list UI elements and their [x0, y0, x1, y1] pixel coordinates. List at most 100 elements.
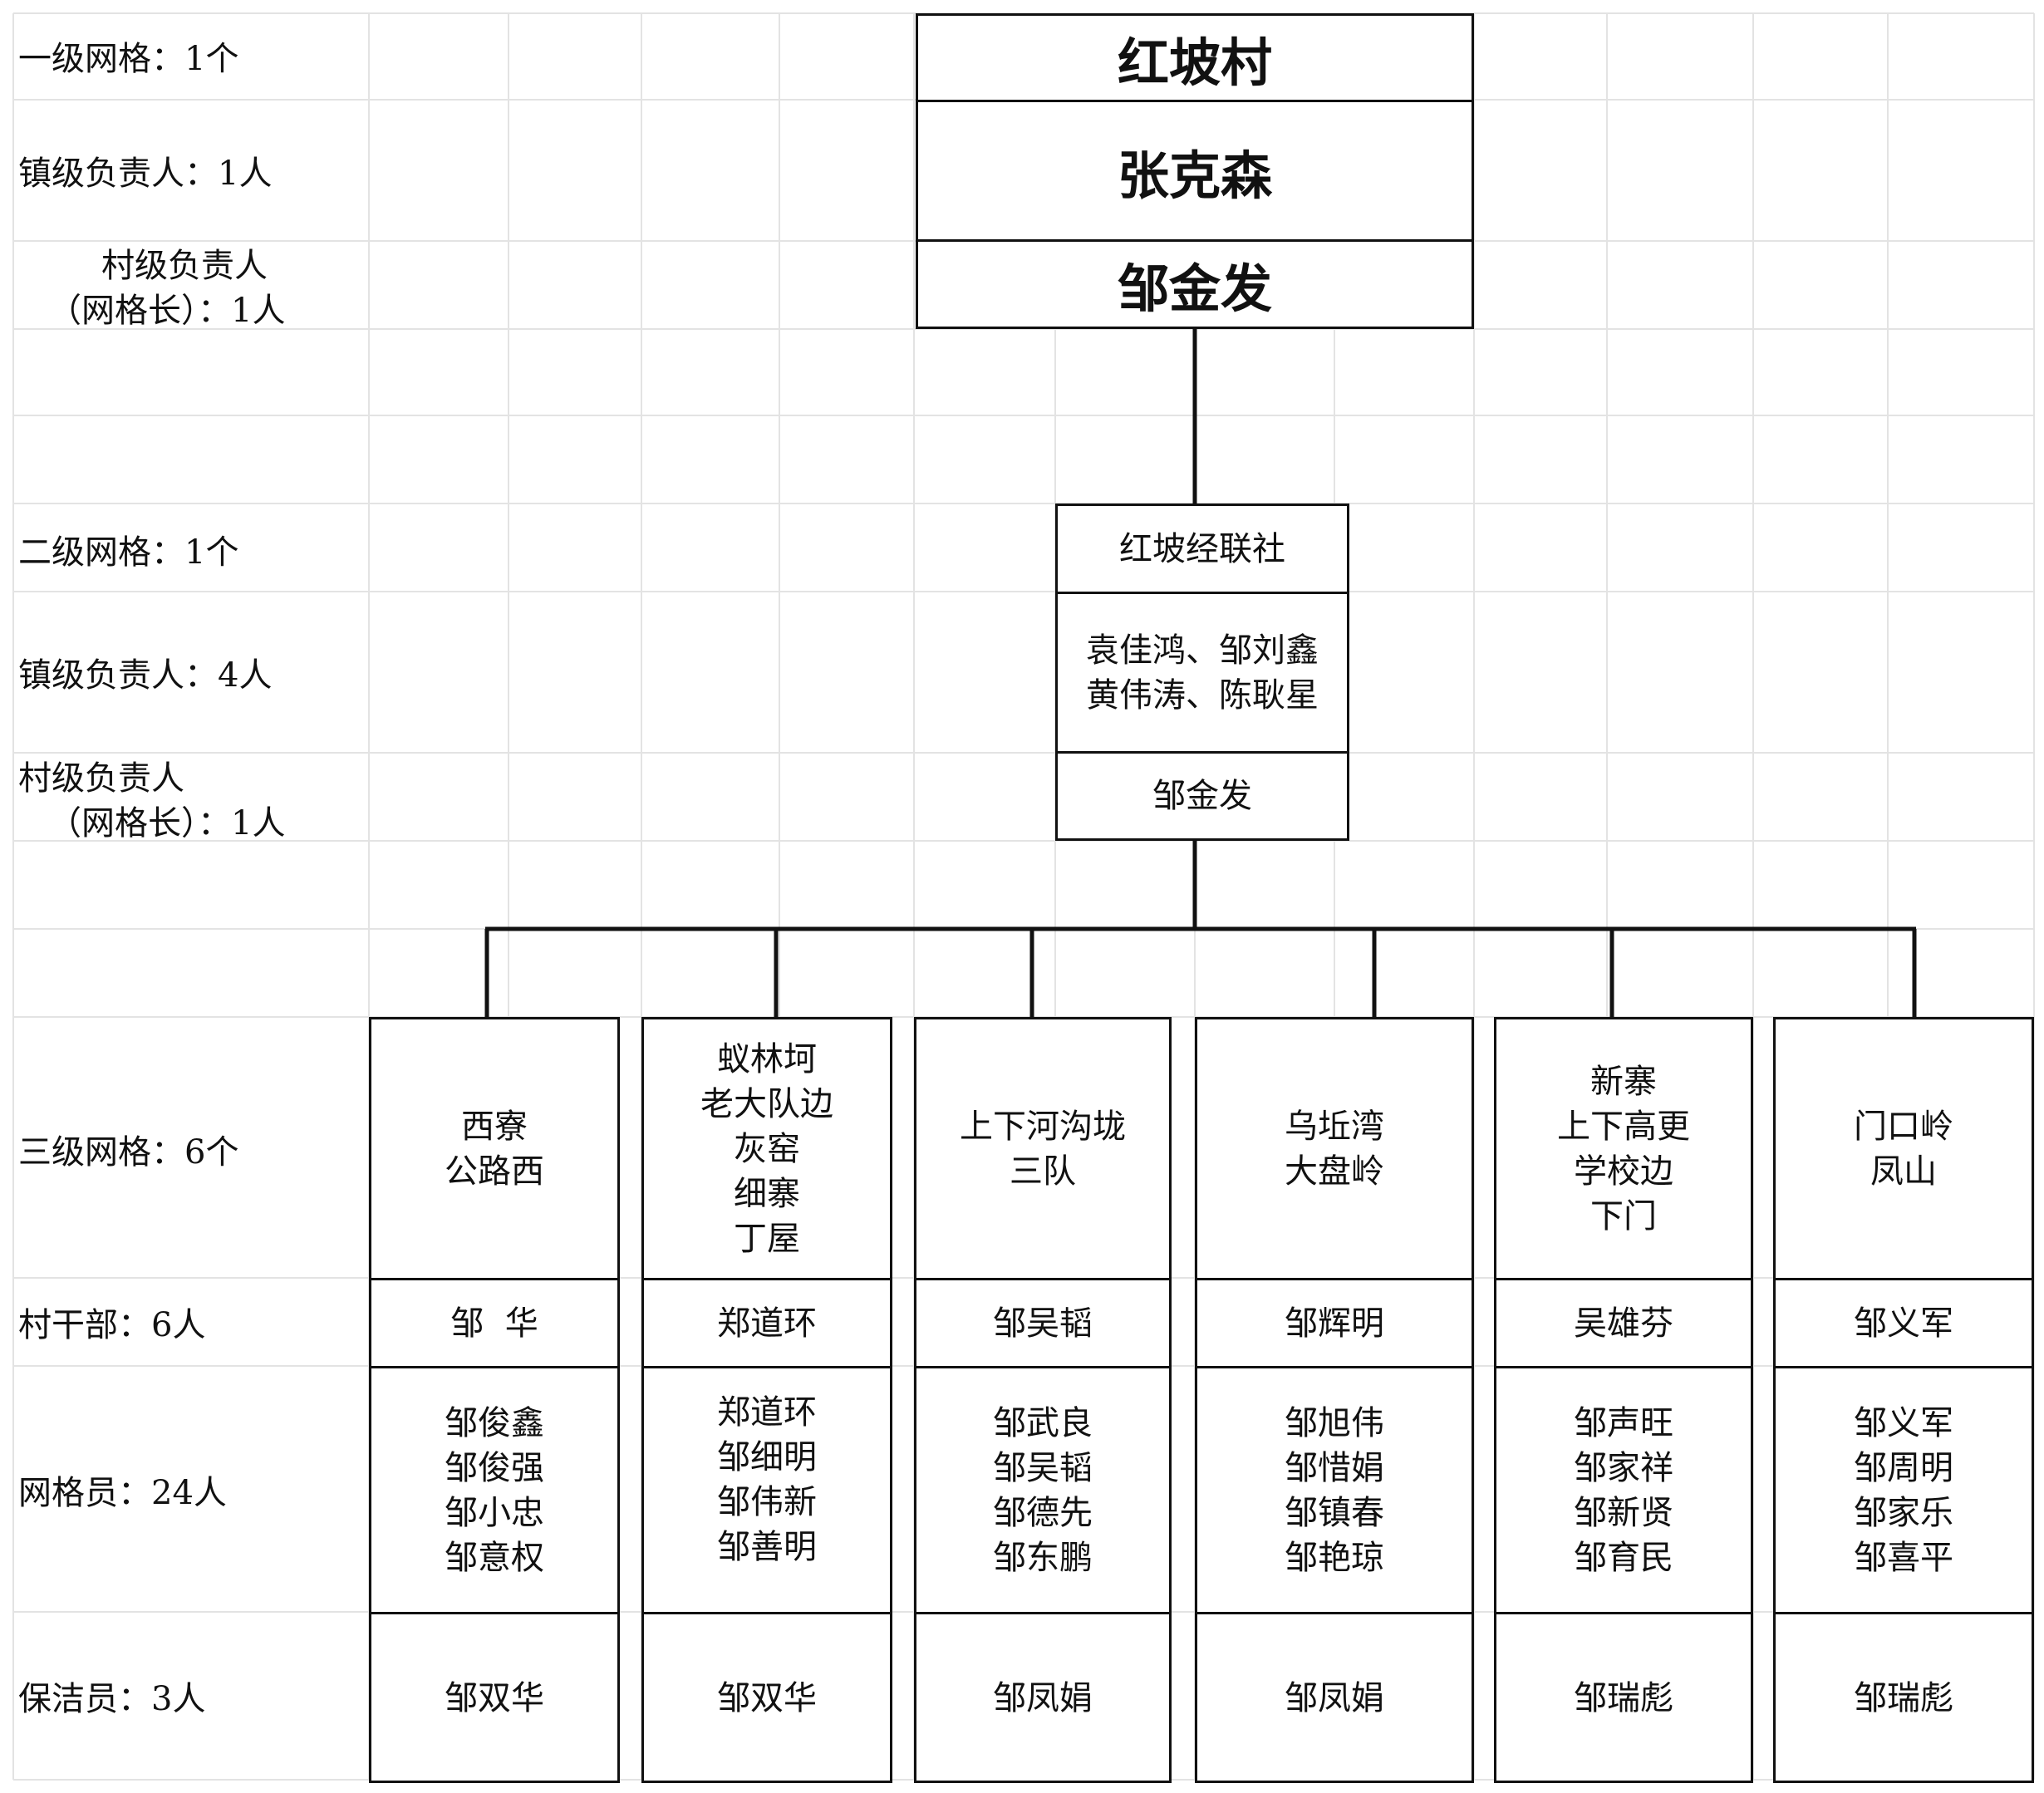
level3-members: 邹声旺 邹家祥 邹新贤 邹育民 — [1496, 1368, 1751, 1614]
label-level2-grid: 二级网格：1个 — [18, 530, 238, 575]
label-text: 网格员：24人 — [18, 1474, 227, 1512]
level3-column-1: 西寮 公路西 邹 华 邹俊鑫 邹俊强 邹小忠 邹意权 邹双华 — [369, 1017, 620, 1783]
label-text: 村级负责人 — [18, 759, 184, 798]
label-text: （网格长）：1人 — [48, 292, 286, 330]
level2-town-leaders-line: 袁佳鸿、邹刘鑫 — [1086, 631, 1319, 670]
area-name: 上下高更 — [1557, 1107, 1690, 1146]
level3-column-2: 蚁林坷 老大队边 灰窑 细寨 丁屋 郑道环 郑道环 邹细明 邹伟新 邹善明 邹双… — [641, 1017, 892, 1783]
label-text: 村干部：6人 — [18, 1306, 206, 1344]
label-text: 镇级负责人：4人 — [18, 656, 273, 695]
member-name: 邹家乐 — [1854, 1493, 1953, 1532]
member-name: 郑道环 — [717, 1393, 817, 1432]
label-level1-grid: 一级网格：1个 — [18, 37, 238, 81]
area-name: 三队 — [1010, 1152, 1076, 1191]
level2-town-leaders-line: 黄伟涛、陈耿星 — [1086, 675, 1319, 715]
member-name: 邹新贤 — [1574, 1493, 1673, 1532]
level3-cadre: 邹吴韬 — [916, 1280, 1169, 1368]
label-level1-village-leader: 村级负责人 （网格长）：1人 — [18, 243, 285, 333]
level2-box: 红坡经联社 袁佳鸿、邹刘鑫 黄伟涛、陈耿星 邹金发 — [1055, 504, 1349, 841]
member-name: 邹喜平 — [1854, 1538, 1953, 1577]
member-name: 邹伟新 — [717, 1483, 817, 1521]
level3-cadre: 邹 华 — [371, 1280, 617, 1368]
level3-cleaner: 邹双华 — [717, 1678, 817, 1717]
level3-cleaner: 邹凤娟 — [993, 1678, 1093, 1717]
label-text: 二级网格：1个 — [18, 533, 239, 572]
level1-village-leader: 邹金发 — [1117, 258, 1272, 319]
level1-name: 红坡村 — [918, 16, 1472, 102]
member-name: 邹镇春 — [1285, 1493, 1384, 1532]
member-name: 邹育民 — [1574, 1538, 1673, 1577]
level3-cadre: 郑道环 — [644, 1280, 890, 1368]
area-name: 大盘岭 — [1285, 1152, 1384, 1191]
level3-cleaner: 邹凤娟 — [1285, 1678, 1384, 1717]
label-text: 保洁员：3人 — [18, 1680, 206, 1718]
member-name: 邹声旺 — [1574, 1403, 1673, 1442]
member-name: 邹吴韬 — [993, 1448, 1093, 1487]
member-name: 邹俊鑫 — [445, 1403, 544, 1442]
level3-areas: 门口岭 凤山 — [1776, 1019, 2032, 1280]
level3-members: 邹旭伟 邹惜娟 邹镇春 邹艳琼 — [1197, 1368, 1472, 1614]
level2-town-leaders: 袁佳鸿、邹刘鑫 黄伟涛、陈耿星 — [1058, 594, 1347, 754]
area-name: 乌坵湾 — [1285, 1107, 1384, 1146]
level3-cadre: 邹辉明 — [1197, 1280, 1472, 1368]
level2-name: 红坡经联社 — [1058, 506, 1347, 594]
label-level1-town-leader: 镇级负责人：1人 — [18, 151, 272, 196]
member-name: 邹家祥 — [1574, 1448, 1673, 1487]
area-name: 西寮 — [461, 1107, 528, 1146]
member-name: 邹善明 — [717, 1528, 817, 1566]
level3-cleaner: 邹瑞彪 — [1574, 1678, 1673, 1717]
area-name: 细寨 — [734, 1174, 800, 1213]
level3-areas: 西寮 公路西 — [371, 1019, 617, 1280]
level3-cleaner: 邹瑞彪 — [1854, 1678, 1953, 1717]
level3-areas: 新寨 上下高更 学校边 下门 — [1496, 1019, 1751, 1280]
member-name: 邹旭伟 — [1285, 1403, 1384, 1442]
member-name: 邹惜娟 — [1285, 1448, 1384, 1487]
area-name: 门口岭 — [1854, 1107, 1953, 1146]
level1-box: 红坡村 张克森 邹金发 — [916, 13, 1474, 329]
label-text: 村级负责人 — [101, 247, 268, 285]
area-name: 凤山 — [1870, 1152, 1937, 1191]
member-name: 邹艳琼 — [1285, 1538, 1384, 1577]
level3-members: 邹义军 邹周明 邹家乐 邹喜平 — [1776, 1368, 2032, 1614]
member-name: 邹细明 — [717, 1438, 817, 1476]
member-name: 邹德先 — [993, 1493, 1093, 1532]
member-name: 邹俊强 — [445, 1448, 544, 1487]
area-name: 新寨 — [1590, 1062, 1657, 1101]
area-name: 学校边 — [1574, 1152, 1673, 1191]
level3-column-4: 乌坵湾 大盘岭 邹辉明 邹旭伟 邹惜娟 邹镇春 邹艳琼 邹凤娟 — [1195, 1017, 1474, 1783]
label-level2-town-leaders: 镇级负责人：4人 — [18, 653, 272, 698]
level2-village-leader: 邹金发 — [1152, 777, 1252, 815]
level1-town-leader: 张克森 — [918, 102, 1472, 242]
level3-column-5: 新寨 上下高更 学校边 下门 吴雄芬 邹声旺 邹家祥 邹新贤 邹育民 邹瑞彪 — [1494, 1017, 1753, 1783]
level3-column-3: 上下河沟垅 三队 邹吴韬 邹武良 邹吴韬 邹德先 邹东鹏 邹凤娟 — [914, 1017, 1172, 1783]
area-name: 上下河沟垅 — [960, 1107, 1126, 1146]
label-text: 镇级负责人：1人 — [18, 155, 273, 193]
area-name: 老大队边 — [700, 1084, 833, 1123]
member-name: 邹周明 — [1854, 1448, 1953, 1487]
label-cleaners: 保洁员：3人 — [18, 1677, 205, 1722]
area-name: 下门 — [1590, 1196, 1657, 1235]
level3-column-6: 门口岭 凤山 邹义军 邹义军 邹周明 邹家乐 邹喜平 邹瑞彪 — [1773, 1017, 2034, 1783]
area-name: 丁屋 — [734, 1219, 800, 1258]
label-level2-village-leader: 村级负责人 （网格长）：1人 — [18, 756, 285, 846]
level3-cadre: 邹义军 — [1776, 1280, 2032, 1368]
label-text: 一级网格：1个 — [18, 40, 239, 78]
area-name: 蚁林坷 — [717, 1039, 817, 1078]
label-text: （网格长）：1人 — [48, 804, 286, 842]
level3-cadre: 吴雄芬 — [1496, 1280, 1751, 1368]
level3-cleaner: 邹双华 — [445, 1678, 544, 1717]
level3-members: 邹武良 邹吴韬 邹德先 邹东鹏 — [916, 1368, 1169, 1614]
level3-members: 郑道环 邹细明 邹伟新 邹善明 — [644, 1368, 890, 1614]
member-name: 邹东鹏 — [993, 1538, 1093, 1577]
area-name: 灰窑 — [734, 1129, 800, 1168]
level3-areas: 乌坵湾 大盘岭 — [1197, 1019, 1472, 1280]
member-name: 邹义军 — [1854, 1403, 1953, 1442]
label-grid-members: 网格员：24人 — [18, 1471, 227, 1515]
area-name: 公路西 — [445, 1152, 544, 1191]
label-cadres: 村干部：6人 — [18, 1303, 205, 1348]
level3-areas: 上下河沟垅 三队 — [916, 1019, 1169, 1280]
member-name: 邹武良 — [993, 1403, 1093, 1442]
level3-areas: 蚁林坷 老大队边 灰窑 细寨 丁屋 — [644, 1019, 890, 1280]
level3-members: 邹俊鑫 邹俊强 邹小忠 邹意权 — [371, 1368, 617, 1614]
member-name: 邹意权 — [445, 1538, 544, 1577]
